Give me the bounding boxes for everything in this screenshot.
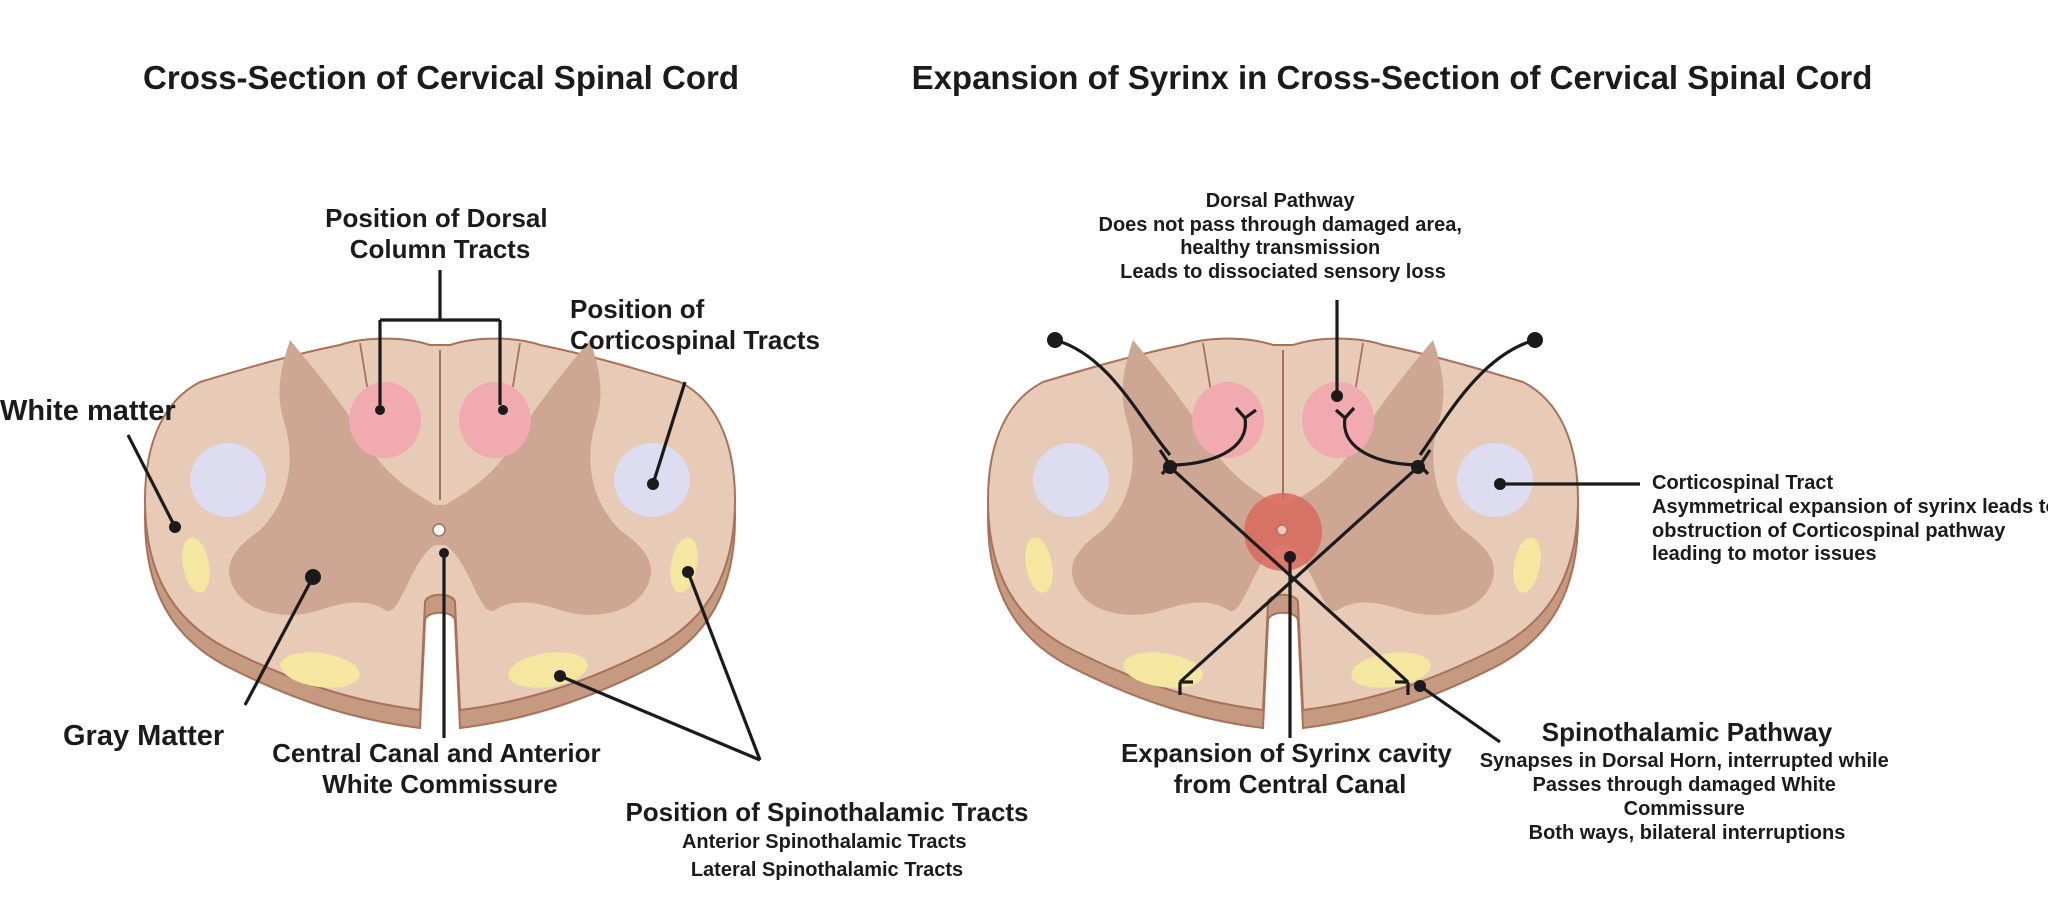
left-panel: Cross-Section of Cervical Spinal Cord Po…	[0, 59, 1029, 881]
right-spinothalamic-lat-r	[1513, 537, 1541, 593]
right-septum-r	[1354, 342, 1364, 393]
svg-text:Synapses in Dorsal Horn, inter: Synapses in Dorsal Horn, interrupted whi…	[1480, 750, 1895, 844]
right-central-canal	[1276, 524, 1288, 536]
left-dorsal-column-r	[459, 382, 531, 458]
right-dorsal-label-2: Does not pass through damaged area,	[1099, 214, 1462, 236]
right-spinothalamic-sub-1: Synapses in Dorsal Horn, interrupted whi…	[1480, 750, 1889, 772]
svg-text:Position of Corticospi: Position of Corticospinal Tracts	[570, 294, 820, 355]
right-syrinx-label-2: from Central Canal	[1174, 769, 1407, 799]
right-cord	[987, 337, 1579, 729]
right-corticospinal-l	[1033, 443, 1109, 517]
left-canal-label-1: Central Canal and Anterior	[272, 738, 600, 768]
left-spinothalamic-sub-1: Anterior Spinothalamic Tracts	[682, 831, 967, 853]
right-cortico-label-1: Corticospinal Tract	[1652, 472, 1833, 494]
left-spinothalamic-ant-l	[280, 652, 360, 688]
right-cortico-label-4: leading to motor issues	[1652, 543, 1876, 565]
left-gray-matter-label: Gray Matter	[63, 720, 224, 752]
left-corticospinal-l	[190, 443, 266, 517]
right-spinothalamic-sub-3: Commissure	[1624, 798, 1745, 820]
right-panel: Expansion of Syrinx in Cross-Section of …	[912, 59, 2048, 844]
left-dorsal-column-annotation: Position of Dorsal Column Tracts	[325, 203, 555, 415]
svg-text:Corticospinal Tract As: Corticospinal Tract Asymmetrical expansi…	[1652, 472, 2048, 565]
right-dorsal-column-r	[1302, 382, 1374, 458]
left-dorsal-label-2: Column Tracts	[350, 234, 531, 264]
left-septum-r	[511, 342, 521, 393]
right-corticospinal-r	[1457, 443, 1533, 517]
right-cortico-label-3: obstruction of Corticospinal pathway	[1652, 520, 2006, 542]
right-corticospinal-annotation: Corticospinal Tract Asymmetrical expansi…	[1494, 472, 2048, 565]
right-spinothalamic-title: Spinothalamic Pathway	[1542, 717, 1833, 747]
right-dorsal-label-1: Dorsal Pathway	[1206, 190, 1356, 212]
left-canal-label-2: White Commissure	[322, 769, 558, 799]
left-cord	[144, 337, 736, 729]
left-cortico-label-1: Position of	[570, 294, 705, 324]
right-dorsal-label-4: Leads to dissociated sensory loss	[1120, 261, 1446, 283]
svg-text:Position of Dorsal Col: Position of Dorsal Column Tracts	[325, 203, 555, 264]
left-title: Cross-Section of Cervical Spinal Cord	[143, 59, 739, 96]
right-syrinx-label-1: Expansion of Syrinx cavity	[1121, 738, 1452, 768]
left-spinothalamic-title: Position of Spinothalamic Tracts	[625, 797, 1028, 827]
right-spinothalamic-annotation: Spinothalamic Pathway Synapses in Dorsal…	[1414, 680, 1895, 844]
left-corticospinal-annotation: Position of Corticospinal Tracts	[570, 294, 820, 490]
left-septum-l	[359, 342, 369, 393]
right-septum-l	[1202, 342, 1212, 393]
svg-text:Expansion of Syrinx cavity: Expansion of Syrinx cavity from Central …	[1121, 738, 1459, 799]
left-central-canal	[432, 523, 446, 537]
svg-text:Central Canal and Anterior: Central Canal and Anterior White Commiss…	[272, 738, 608, 799]
left-spinothalamic-sub-2: Lateral Spinothalamic Tracts	[691, 859, 963, 881]
right-dorsal-column-l	[1192, 382, 1264, 458]
left-central-canal-annotation: Central Canal and Anterior White Commiss…	[272, 548, 608, 799]
left-spinothalamic-lat-l	[182, 537, 210, 593]
right-title: Expansion of Syrinx in Cross-Section of …	[912, 59, 1873, 96]
right-dorsal-label-3: healthy transmission	[1180, 237, 1380, 259]
left-dorsal-label-1: Position of Dorsal	[325, 203, 547, 233]
right-spinothalamic-ant-r	[1351, 652, 1431, 688]
left-dorsal-column-l	[349, 382, 421, 458]
right-spinothalamic-lat-l	[1025, 537, 1053, 593]
right-syrinx-annotation: Expansion of Syrinx cavity from Central …	[1121, 551, 1459, 799]
right-spinothalamic-sub-4: Both ways, bilateral interruptions	[1529, 822, 1846, 844]
right-spinothalamic-sub-2: Passes through damaged White	[1533, 774, 1836, 796]
svg-text:Dorsal Pathway Does no: Dorsal Pathway Does not pass through dam…	[1099, 190, 1468, 283]
svg-text:Anterior Spinothalamic Tracts: Anterior Spinothalamic Tracts Lateral Sp…	[682, 831, 972, 881]
left-spinothalamic-annotation: Position of Spinothalamic Tracts Anterio…	[554, 566, 1029, 881]
left-white-matter-label: White matter	[0, 395, 176, 427]
right-cortico-label-2: Asymmetrical expansion of syrinx leads t…	[1652, 496, 2048, 518]
left-white-matter-annotation: White matter	[0, 395, 181, 533]
left-gray-matter-annotation: Gray Matter	[63, 569, 321, 752]
left-cortico-label-2: Corticospinal Tracts	[570, 325, 820, 355]
right-dorsal-pathway-annotation: Dorsal Pathway Does not pass through dam…	[1099, 190, 1468, 402]
